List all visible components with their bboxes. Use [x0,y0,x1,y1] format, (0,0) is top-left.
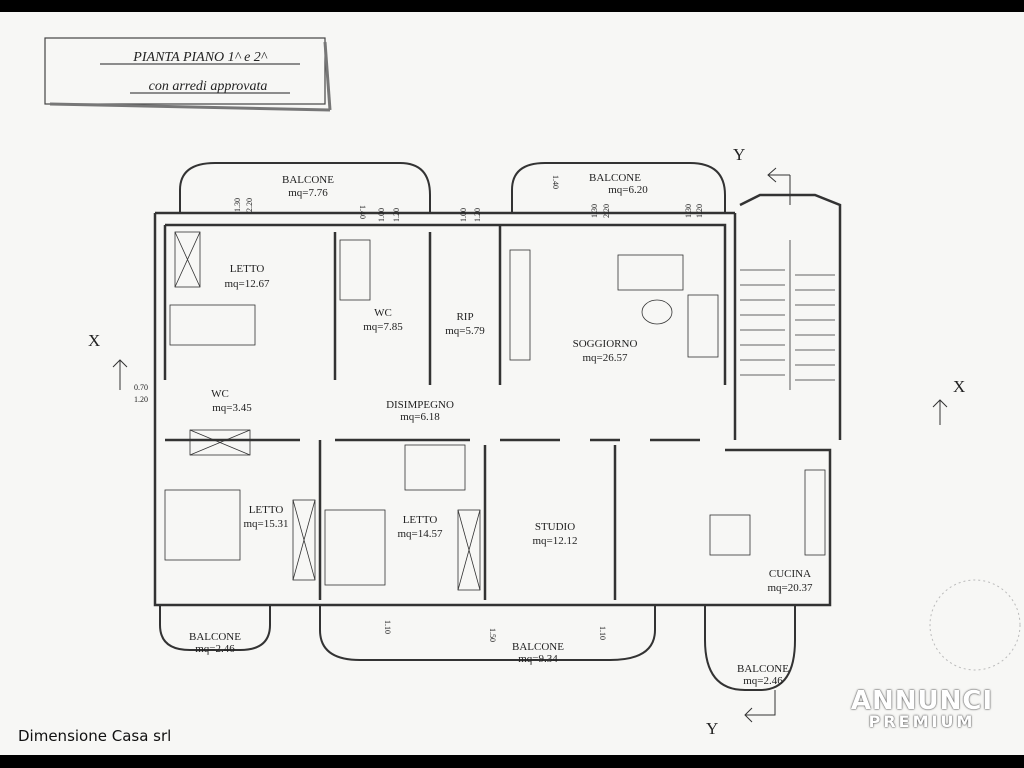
room-wc-1: WC mq=7.85 [363,307,403,333]
agency-name: Dimensione Casa srl [18,727,172,745]
balcony-name: BALCONE [512,641,564,653]
dimension: 1.20 [473,208,482,222]
dimension: 1.30 [684,204,693,218]
room-name: CUCINA [769,568,811,580]
section-mark-x-right: X [953,377,965,396]
room-area: mq=14.57 [397,528,443,540]
balcony-area: mq=7.76 [288,187,328,199]
balcony-name: BALCONE [189,631,241,643]
dimension: 1.40 [358,205,367,219]
room-name: DISIMPEGNO [386,399,454,411]
balcony-area: mq=6.20 [608,184,648,196]
section-lines [112,167,948,723]
floor-plan-sheet: PIANTA PIANO 1^ e 2^ con arredi approvat… [0,12,1024,755]
stairs [740,240,835,390]
section-mark-y-bottom: Y [706,719,718,738]
furniture [164,231,826,591]
balcony-area: mq=2.46 [743,675,783,687]
room-area: mq=20.37 [767,582,813,594]
walls [153,193,842,607]
balcony-name: BALCONE [589,172,641,184]
room-cucina: CUCINA mq=20.37 [767,568,813,594]
room-area: mq=3.45 [212,402,252,414]
room-letto-1: LETTO mq=12.67 [224,263,270,290]
section-mark-x-left: X [88,331,100,350]
dimension: 1.10 [598,626,607,640]
dimension: 2.20 [602,204,611,218]
room-area: mq=12.67 [224,278,270,290]
room-soggiorno: SOGGIORNO mq=26.57 [573,338,638,364]
room-area: mq=5.79 [445,325,485,337]
title-line2: con arredi approvata [149,79,268,94]
dimension: 1.50 [488,628,497,642]
section-mark-y-top: Y [733,145,745,164]
dimension: 1.20 [695,204,704,218]
stamp [929,579,1021,671]
room-name: LETTO [249,504,284,516]
room-area: mq=12.12 [532,535,577,547]
watermark-line1: ANNUNCI [850,686,994,716]
dimension: 1.20 [134,395,148,404]
dimension: 2.20 [245,198,254,212]
watermark-line2: PREMIUM [868,712,976,731]
dimension: 1.30 [233,198,242,212]
room-name: WC [374,307,392,319]
balconies [159,162,796,691]
room-area: mq=15.31 [243,518,288,530]
title-line1: PIANTA PIANO 1^ e 2^ [132,50,267,65]
room-name: STUDIO [535,521,575,533]
title-block: PIANTA PIANO 1^ e 2^ con arredi approvat… [44,37,332,112]
dimension: 1.30 [590,204,599,218]
room-letto-3: LETTO mq=14.57 [397,514,443,540]
room-wc-2: WC mq=3.45 [211,388,252,414]
dimensions: 1.40 1.40 1.30 2.20 1.00 1.20 1.00 1.20 … [134,175,704,642]
room-name: SOGGIORNO [573,338,638,350]
dimension: 1.20 [392,208,401,222]
dimension: 1.10 [383,620,392,634]
room-rip: RIP mq=5.79 [445,311,485,337]
balcony-name: BALCONE [737,663,789,675]
room-name: LETTO [403,514,438,526]
room-area: mq=26.57 [582,352,628,364]
room-name: RIP [456,311,473,323]
room-name: WC [211,388,229,400]
balcony-area: mq=2.46 [195,643,235,655]
dimension: 1.40 [551,175,560,189]
floor-plan: PIANTA PIANO 1^ e 2^ con arredi approvat… [44,37,1021,738]
room-letto-2: LETTO mq=15.31 [243,504,288,530]
room-name: LETTO [230,263,265,275]
room-area: mq=7.85 [363,321,403,333]
room-studio: STUDIO mq=12.12 [532,521,577,547]
balcony-area: mq=9.34 [518,653,558,665]
balcony-name: BALCONE [282,174,334,186]
dimension: 1.00 [459,208,468,222]
dimension: 1.00 [377,208,386,222]
watermark-logo: ANNUNCI PREMIUM [842,688,1002,730]
dimension: 0.70 [134,383,148,392]
room-area: mq=6.18 [400,411,440,423]
